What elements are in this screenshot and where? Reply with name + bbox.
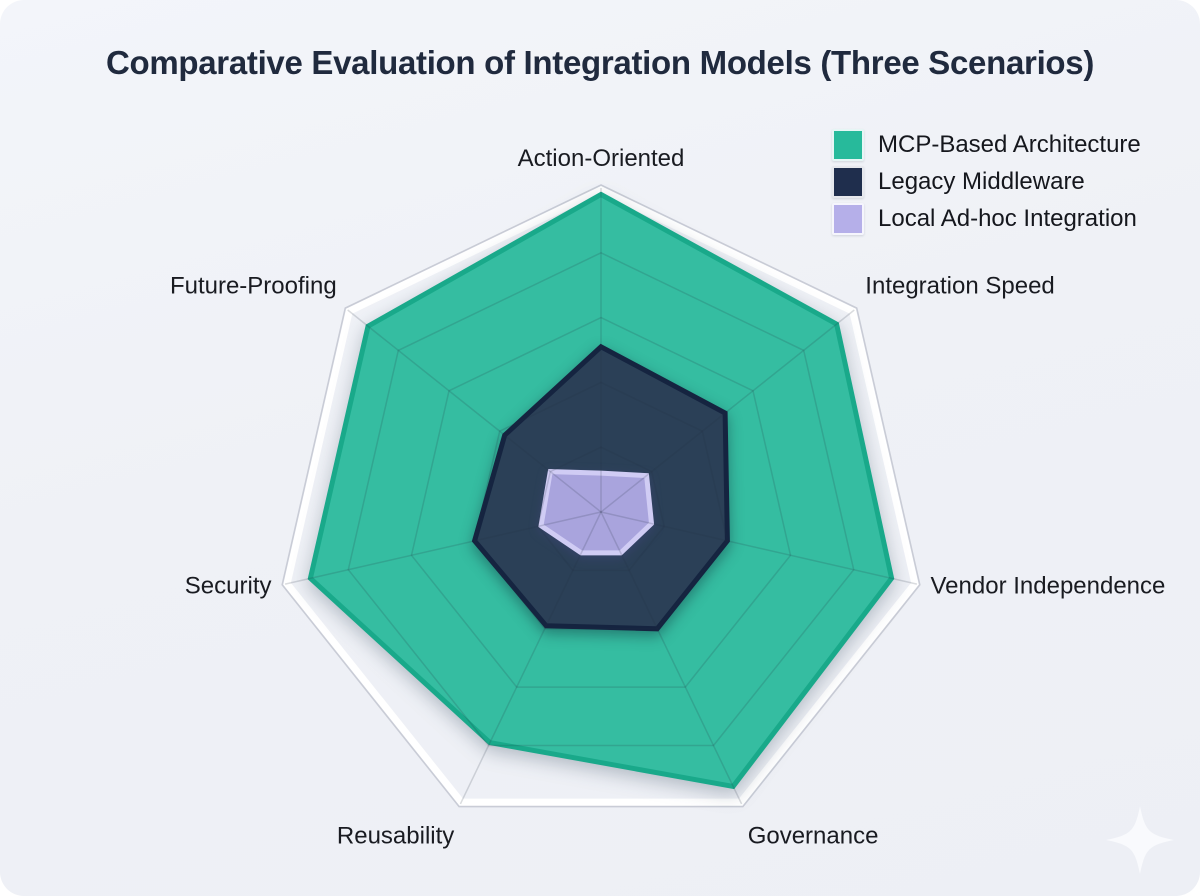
legend-item-legacy: Legacy Middleware	[832, 166, 1141, 198]
legend-item-adhoc: Local Ad-hoc Integration	[832, 203, 1141, 235]
axis-label: Future-Proofing	[170, 272, 337, 299]
legend-label-legacy: Legacy Middleware	[878, 168, 1085, 195]
grid-ring	[473, 381, 729, 630]
legend-label-adhoc: Local Ad-hoc Integration	[878, 205, 1137, 232]
grid-spoke	[347, 309, 602, 513]
axis-label: Action-Oriented	[518, 145, 685, 172]
grid-spoke	[600, 309, 855, 513]
legend-swatch-adhoc-icon	[832, 203, 864, 235]
legend-label-mcp: MCP-Based Architecture	[878, 131, 1141, 158]
axis-label: Vendor Independence	[931, 573, 1166, 600]
grid-ring	[410, 316, 792, 688]
grid-ring	[347, 251, 855, 747]
outer-ring-edge	[281, 184, 921, 808]
page-title: Comparative Evaluation of Integration Mo…	[105, 44, 1095, 81]
axis-label: Reusability	[337, 822, 454, 849]
outer-ring-band	[283, 186, 919, 806]
axis-label: Integration Speed	[865, 272, 1054, 299]
legend-swatch-mcp-icon	[832, 129, 864, 161]
chart-legend: MCP-Based Architecture Legacy Middleware…	[832, 129, 1141, 235]
grid-ring	[536, 446, 666, 572]
legend-swatch-legacy-icon	[832, 166, 864, 198]
grid-spoke	[600, 511, 918, 585]
legend-item-mcp: MCP-Based Architecture	[832, 129, 1141, 161]
axis-label: Security	[185, 573, 272, 600]
grid-spoke	[600, 511, 743, 805]
grid-spoke	[459, 511, 602, 805]
grid-spoke	[284, 511, 602, 585]
axis-label: Governance	[748, 822, 879, 849]
series-polygon-3	[538, 469, 655, 556]
sparkle-icon	[1106, 806, 1174, 874]
